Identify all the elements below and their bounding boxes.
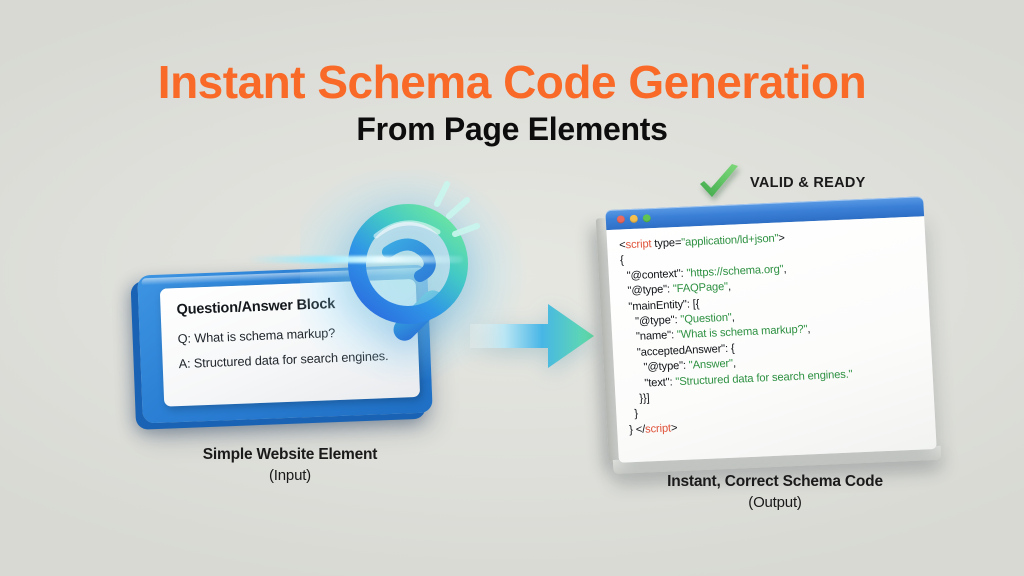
input-caption-main: Simple Website Element	[202, 446, 378, 463]
code-token-str: "Answer"	[688, 357, 734, 372]
code-token-plain: >	[670, 422, 678, 435]
code-token-plain: ,	[732, 357, 737, 370]
code-token-plain: {	[619, 254, 624, 267]
arrow-right-icon	[470, 300, 595, 372]
code-token-plain: "@context":	[620, 267, 687, 283]
output-caption-sub: (Output)	[748, 493, 802, 511]
code-token-plain: "@type":	[621, 283, 674, 298]
code-token-plain: }}]	[627, 392, 650, 406]
magnifying-glass-icon	[330, 192, 500, 362]
status-badge-label: VALID & READY	[750, 175, 866, 191]
page-subtitle: From Page Elements	[356, 111, 668, 147]
code-token-tag: script	[625, 238, 652, 252]
code-token-str: "application/ld+json"	[680, 232, 779, 249]
code-token-tag: script	[644, 422, 672, 436]
code-token-str: "FAQPage"	[672, 281, 729, 296]
code-token-plain: ,	[807, 323, 811, 336]
input-caption-sub: (Input)	[269, 466, 311, 484]
close-dot-icon[interactable]	[616, 215, 626, 224]
code-token-str: "https://schema.org"	[686, 263, 784, 280]
scan-beam	[248, 256, 463, 263]
code-token-plain: >	[778, 232, 786, 245]
code-token-str: "Question"	[680, 311, 733, 326]
output-caption-main: Instant, Correct Schema Code	[667, 473, 883, 490]
sparkle-lines-icon	[434, 181, 480, 237]
maximize-dot-icon[interactable]	[642, 214, 652, 223]
code-token-plain: ,	[727, 280, 732, 294]
output-caption: Instant, Correct Schema Code (Output)	[620, 472, 930, 513]
code-window: <script type="application/ld+json">{ "@c…	[595, 196, 942, 474]
code-token-plain: "@type":	[623, 313, 681, 329]
check-mark-icon	[700, 164, 738, 197]
input-caption: Simple Website Element (Input)	[135, 445, 445, 486]
code-token-plain: type=	[651, 236, 682, 251]
code-lines: <script type="application/ld+json">{ "@c…	[619, 226, 928, 439]
code-editor-body[interactable]: <script type="application/ld+json">{ "@c…	[606, 216, 937, 463]
code-token-plain: "mainEntity": [{	[622, 297, 700, 314]
code-token-plain: "@type":	[625, 359, 690, 375]
page-title: Instant Schema Code Generation	[157, 56, 867, 108]
code-token-plain: ,	[731, 311, 735, 324]
code-token-plain: }	[628, 408, 639, 421]
minimize-dot-icon[interactable]	[629, 214, 639, 224]
code-token-plain: ,	[783, 263, 787, 276]
code-token-plain: "name":	[623, 329, 678, 344]
code-token-plain: } </	[628, 423, 646, 437]
code-token-plain: "text":	[626, 375, 676, 390]
status-badge: VALID & READY	[697, 164, 866, 202]
